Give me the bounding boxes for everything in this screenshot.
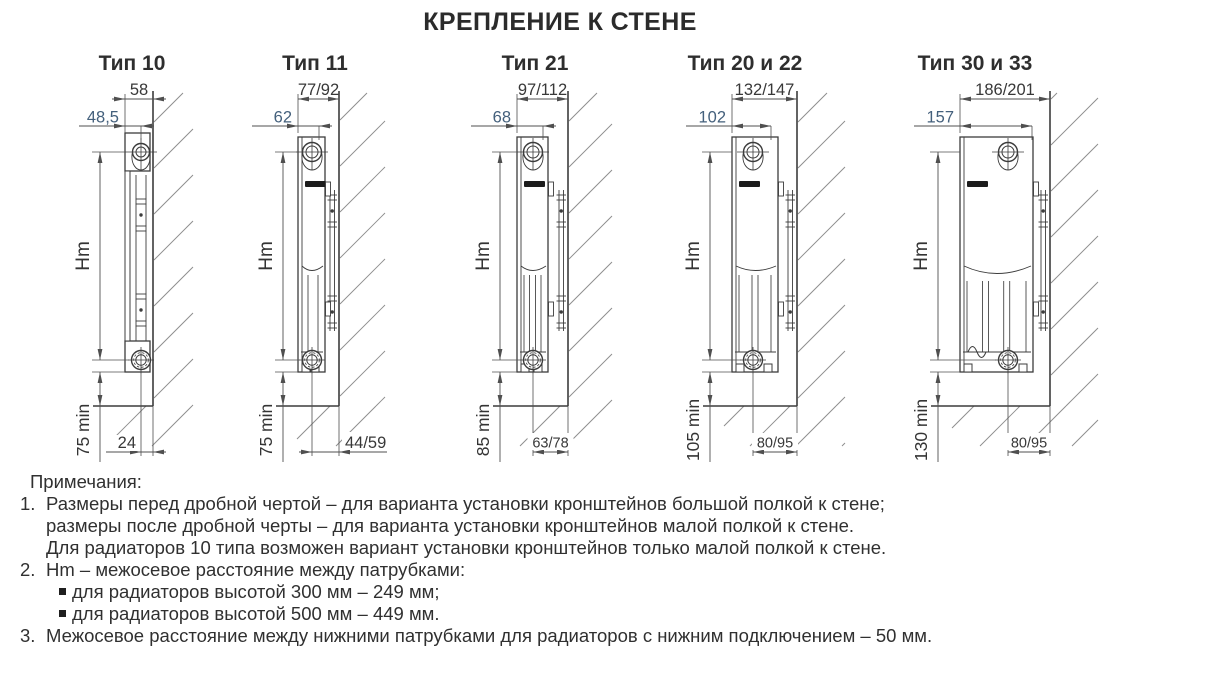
page-title: КРЕПЛЕНИЕ К СТЕНЕ [423,8,697,36]
pipe-connections [992,138,1024,374]
notes-section: Примечания: 1. Размеры перед дробной чер… [20,471,1200,647]
hm-dimension-label: Hm [473,241,494,271]
diagram-tip-10: 58 48,5Hm 75 min 24 [73,81,194,462]
pipe-connections [296,138,328,374]
heading-tip-11: Тип 11 [282,52,348,75]
heading-tip-30-33: Тип 30 и 33 [917,52,1033,75]
note-number: 1. [20,493,36,514]
wall-bracket [325,181,337,331]
bracket-dimension-label: 102 [698,109,726,127]
wall-hatch [519,92,613,447]
hm-dimension-label: Hm [73,241,94,271]
wall-hatch [951,92,1099,447]
bottom-dimension-label: 24 [118,434,136,452]
pipe-connections [737,138,769,374]
wall-bracket [778,181,795,331]
heading-tip-10: Тип 10 [98,52,166,75]
floor-clearance-label: 105 min [683,399,703,461]
bullet-square-icon [59,588,66,595]
wall-bracket [1033,181,1048,331]
note-line: Для радиаторов 10 типа возможен вариант … [46,537,887,558]
dimensions: 58 48,5Hm 75 min 24 [73,81,166,462]
radiator-body [959,136,1034,373]
brand-logo [305,181,326,187]
bottom-dimension-label: 63/78 [532,436,568,452]
bullet-square-icon [59,610,66,617]
note-line: Hm – межосевое расстояние между патрубка… [46,559,466,580]
bottom-dimension-label: 44/59 [345,434,386,452]
note-item-3: 3. Межосевое расстояние между нижними па… [20,625,1200,647]
depth-dimension-label: 132/147 [735,81,795,99]
heading-tip-21: Тип 21 [501,52,569,75]
note-item-2: 2. Hm – межосевое расстояние между патру… [20,559,1200,625]
pipe-connections [517,138,549,374]
notes-heading: Примечания: [30,471,142,492]
bottom-dimension-label: 80/95 [1011,436,1047,452]
radiator-body [731,136,779,373]
note-line: размеры после дробной черты – для вариан… [46,515,854,536]
wall-bracket [548,181,566,331]
floor-clearance-label: 75 min [256,404,276,457]
note-line: для радиаторов высотой 300 мм – 249 мм; [72,581,440,602]
depth-dimension-label: 97/112 [518,81,567,99]
wall-hatch [296,92,386,447]
brand-logo [524,181,545,187]
hm-dimension-label: Hm [911,241,932,271]
depth-dimension-label: 58 [130,81,148,99]
brand-logo [739,181,760,187]
note-number: 3. [20,625,36,646]
note-bullet: для радиаторов высотой 500 мм – 449 мм. [59,603,1200,625]
note-number: 2. [20,559,36,580]
note-line: Размеры перед дробной чертой – для вариа… [46,493,885,514]
bracket-dimension-label: 157 [926,109,954,127]
pipe-connections [125,138,157,374]
floor-clearance-label: 130 min [911,399,931,461]
depth-dimension-label: 77/92 [298,81,339,99]
bracket-dimension-label: 48,5 [87,109,119,127]
note-item-1: 1. Размеры перед дробной чертой – для ва… [20,493,1200,559]
radiator-body [297,136,326,373]
bottom-dimension-label: 80/95 [757,436,793,452]
radiator-body [516,136,549,373]
hm-dimension-label: Hm [256,241,277,271]
note-line: для радиаторов высотой 500 мм – 449 мм. [72,603,440,624]
floor-clearance-label: 75 min [73,404,93,457]
note-bullet: для радиаторов высотой 300 мм – 249 мм; [59,581,1200,603]
note-line: Межосевое расстояние между нижними патру… [46,625,933,646]
bracket-dimension-label: 62 [274,109,292,127]
floor-clearance-label: 85 min [473,404,493,457]
heading-tip-20-22: Тип 20 и 22 [687,52,803,75]
brand-logo [967,181,988,187]
depth-dimension-label: 186/201 [975,81,1035,99]
hm-dimension-label: Hm [683,241,704,271]
bracket-dimension-label: 68 [493,109,511,127]
